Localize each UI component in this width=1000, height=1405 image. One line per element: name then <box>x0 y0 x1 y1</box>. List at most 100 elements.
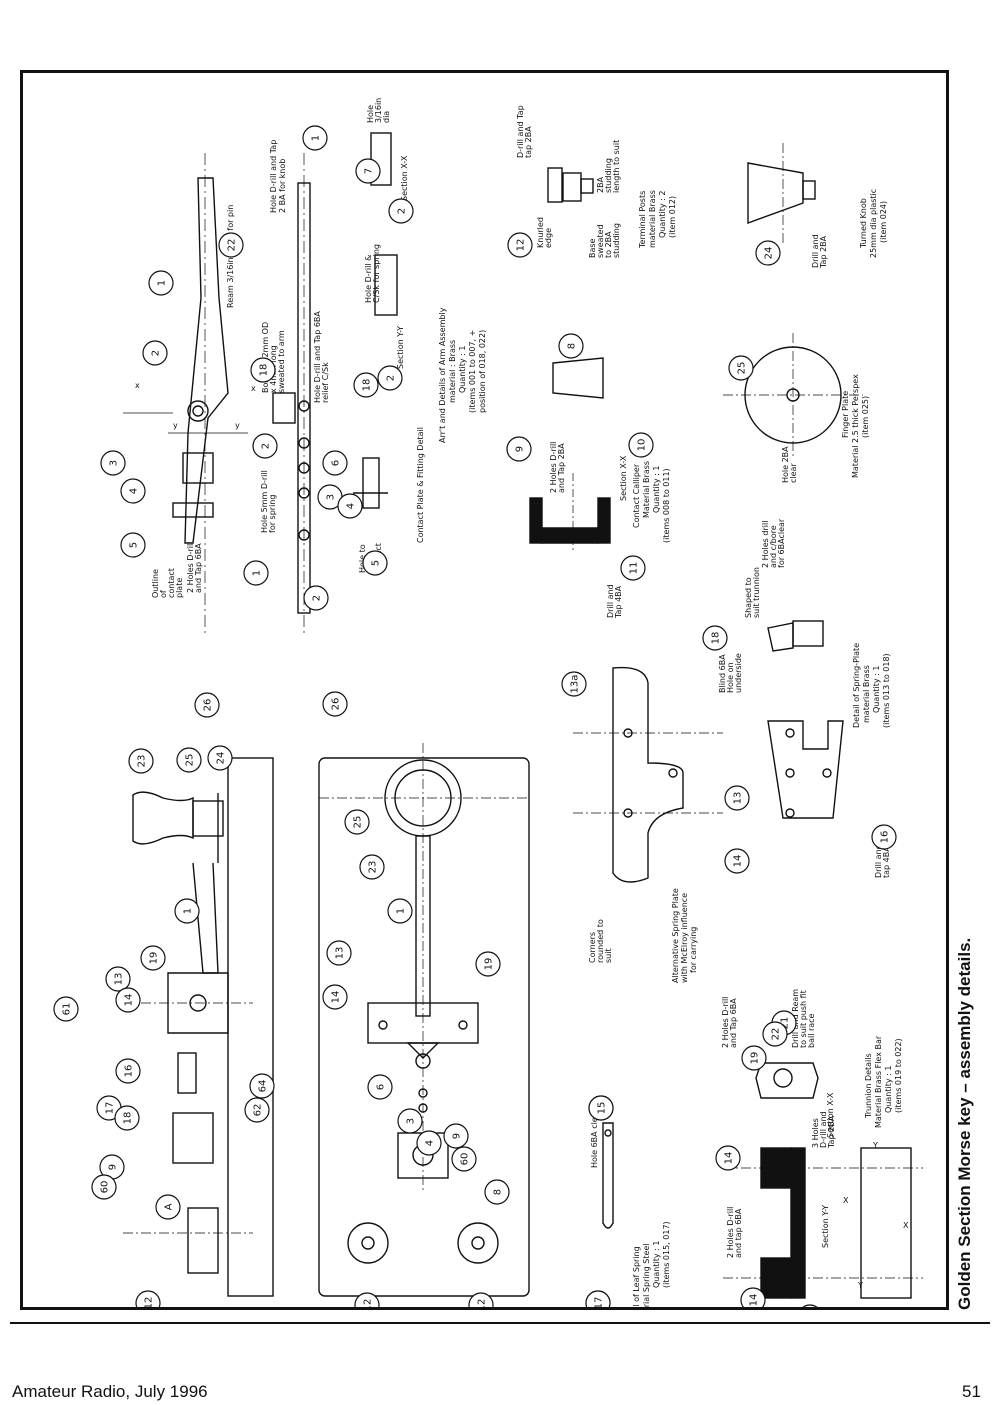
balloon-label: 16 <box>124 1065 135 1078</box>
balloon-label: 4 <box>346 503 357 509</box>
balloon-label: 13 <box>733 792 744 805</box>
hole-316-1: Hole <box>366 105 375 123</box>
spring-plate-notes: Shaped to suit trunnion 2 Holes drill an… <box>588 518 891 983</box>
balloon-circle <box>207 745 233 771</box>
figure-caption: Golden Section Morse key – assembly deta… <box>955 937 974 1310</box>
spring-plate-view <box>573 620 844 883</box>
axis-marker-y3: Y <box>857 1281 863 1290</box>
balloon-circle <box>377 365 403 391</box>
balloon-circle <box>387 898 413 924</box>
balloon-circle <box>344 809 370 835</box>
balloon-circle <box>443 1123 469 1149</box>
hole-316-2: 3/16in <box>374 98 383 123</box>
arm-note-17: plate <box>175 578 184 598</box>
balloon-label: 2 <box>386 375 397 381</box>
balloon-circle <box>724 785 750 811</box>
spring-note-5: for 6BAclear <box>777 518 786 568</box>
balloon-label: A <box>164 1203 175 1210</box>
alt-note-1: Corners <box>588 932 597 963</box>
alt-title-2: with McElroy influence <box>680 893 689 983</box>
spring-note-2: suit trunnion <box>752 567 761 618</box>
section-yy-label: Section Y-Y <box>396 326 405 369</box>
leaf-title-2: material Spring Steel <box>642 1243 651 1307</box>
terminal-title-1: Terminal Posts <box>638 191 647 249</box>
balloon-circle <box>250 357 276 383</box>
balloon-label: 23 <box>137 755 148 768</box>
trunnion-note-8: D-rill and <box>819 1111 828 1148</box>
trunnion-title-3: Quantity : 1 <box>884 1066 893 1113</box>
balloon-label: 17 <box>105 1102 116 1115</box>
terminal-note-2: tap 2BA <box>524 126 533 158</box>
balloon-label: 24 <box>764 247 775 260</box>
terminal-note-7: to 2BA <box>604 231 613 258</box>
calliper-title-3: Quantity : 1 <box>652 466 661 513</box>
balloon-label: 25 <box>185 754 196 767</box>
balloon-label: 3 <box>109 460 120 466</box>
balloon-circle <box>484 1179 510 1205</box>
trunnion-note-9: Tap 2BA <box>827 1115 836 1149</box>
balloon-label: 18 <box>711 632 722 645</box>
trunnion-note-5: ball race <box>807 1013 816 1048</box>
balloon-label: 5 <box>129 542 140 548</box>
balloon-label: 60 <box>100 1181 111 1194</box>
balloon-circle <box>628 432 654 458</box>
arm-note-14: Outline <box>151 569 160 598</box>
calliper-note-4: Drill and <box>606 584 615 618</box>
terminal-title-2: material Brass <box>648 190 657 248</box>
balloon-label: 1 <box>157 280 168 286</box>
balloon-label: 26 <box>331 698 342 711</box>
arm-note-3: 2 BA for knob <box>278 159 287 213</box>
terminal-note-10: studding <box>604 158 613 193</box>
footer-rule <box>10 1322 990 1324</box>
axis-markers: x x y y Y Y X X <box>135 381 909 1290</box>
balloon-circle <box>140 945 166 971</box>
terminal-note-1: D-rill and Tap <box>516 105 525 158</box>
balloon-label: 16 <box>880 831 891 844</box>
trunnion-note-6: Section X-X <box>826 1092 835 1138</box>
alt-title-3: for carrying <box>689 927 698 973</box>
balloon-circle <box>388 198 414 224</box>
arm-note-2: Hole D-rill and Tap <box>269 140 278 213</box>
calliper-note-2: and Tap 2BA <box>557 443 566 493</box>
balloon-circle <box>100 450 126 476</box>
balloon-circle <box>588 1095 614 1121</box>
calliper-title-2: Material Brass <box>642 461 651 518</box>
balloon-circle <box>468 1292 494 1307</box>
balloon-circle <box>135 1290 161 1307</box>
balloon-label: 2 <box>397 208 408 214</box>
trunnion-note-10: Section Y-Y <box>821 1205 830 1248</box>
finger-note-2: clear <box>789 463 798 483</box>
balloon-circle <box>353 372 379 398</box>
drawing-border <box>20 70 949 1310</box>
plan-view <box>318 743 530 1297</box>
balloon-circle <box>243 560 269 586</box>
balloon-label: 12 <box>363 1299 374 1307</box>
balloon-circle <box>155 1194 181 1220</box>
calliper-note-3: Section X-X <box>619 455 628 501</box>
balloon-circle <box>148 270 174 296</box>
spring-note-7: Hole on <box>726 662 735 693</box>
finger-title-2: Material 2.5 thick Perspex <box>851 374 860 478</box>
trunnion-note-4: to suit push fit <box>799 990 808 1048</box>
spring-note-10: tap 4BA <box>882 846 891 878</box>
balloon-circle <box>128 748 154 774</box>
terminal-note-3: Knurled <box>536 217 545 248</box>
arm-note-15: of <box>159 590 168 598</box>
balloon-circle <box>142 340 168 366</box>
terminal-note-5: Base <box>588 238 597 258</box>
balloon-label: 7 <box>364 168 375 174</box>
terminal-note-4: edge <box>544 228 553 248</box>
balloon-label: 13 <box>114 973 125 986</box>
trunnion-title-1: Trunnion Details <box>864 1053 873 1119</box>
spring-note-9: Drill and <box>874 844 883 878</box>
balloon-circle <box>303 585 329 611</box>
terminal-note-11: length to suit <box>612 140 621 193</box>
balloon-circle <box>105 966 131 992</box>
arm-title-4: Quantity : 1 <box>458 346 467 393</box>
balloon-circle <box>326 940 352 966</box>
balloon-label: 14 <box>331 991 342 1004</box>
balloon-label: 18 <box>259 364 270 377</box>
balloon-circle <box>322 450 348 476</box>
balloon-label: 62 <box>253 1104 264 1117</box>
balloon-circle <box>244 1097 270 1123</box>
